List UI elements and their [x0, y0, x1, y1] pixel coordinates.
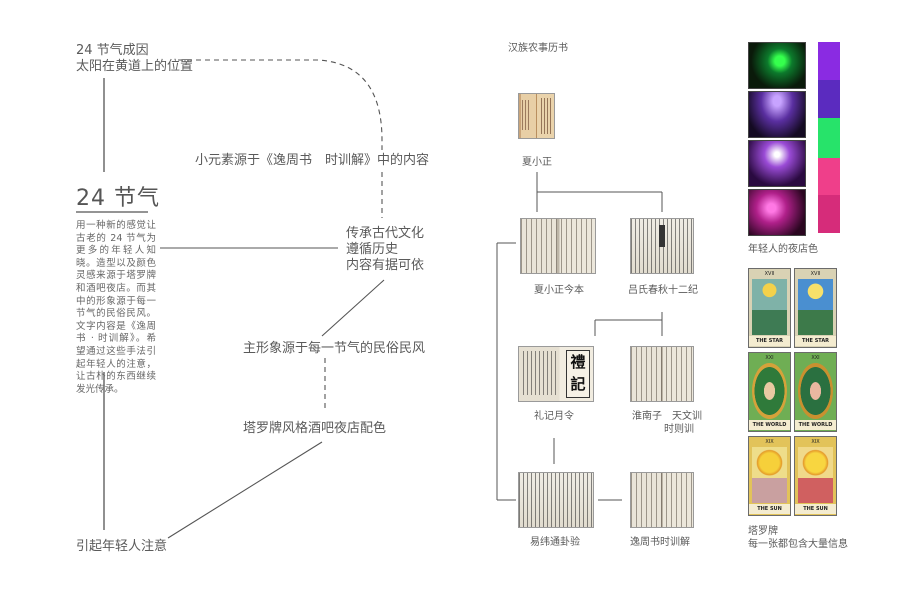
line-heritage-to-main: [321, 279, 385, 337]
nightclub-photo-4: [748, 189, 806, 236]
swatch-purple: [818, 42, 840, 80]
tarot-world-1: XXI THE WORLD: [748, 352, 791, 432]
tarot-sun-2: XIX THE SUN: [794, 436, 837, 516]
book-yiwei-thumb: [518, 472, 594, 528]
line-tarot-to-attract: [167, 441, 323, 539]
nightclub-photo-3: [748, 140, 806, 187]
book-label-xiaxiaozheng: 夏小正: [522, 157, 552, 168]
book-liji-thumb: 禮記: [518, 346, 594, 402]
attract-label: 引起年轻人注意: [76, 539, 168, 554]
nightclub-caption: 年轻人的夜店色: [748, 244, 818, 255]
book-label-lvshi: 吕氏春秋十二纪: [628, 285, 698, 296]
book-lvshi-thumb: [630, 218, 694, 274]
tarot-style-label: 塔罗牌风格酒吧夜店配色: [243, 421, 387, 436]
dashed-curve: [178, 59, 383, 150]
swatch-magenta: [818, 195, 840, 233]
source-elements-label: 小元素源于《逸周书 时训解》中的内容: [195, 153, 430, 168]
tarot-sun-1: XIX THE SUN: [748, 436, 791, 516]
almanac-heading: 汉族农事历书: [508, 43, 568, 54]
description: 用一种新的感觉让古老的 24 节气为更多的年轻人知晓。造型以及颜色灵感来源于塔罗…: [76, 220, 156, 395]
book-xiaxiaozheng-thumb: [518, 93, 555, 139]
book-xiaxiaozheng-jinben-thumb: [520, 218, 596, 274]
tarot-star-1: XVII THE STAR: [748, 268, 791, 348]
book-label-liji: 礼记月令: [534, 411, 574, 422]
book-label-shizexun: 时则训: [664, 424, 694, 435]
heritage-line3: 内容有据可依: [346, 258, 425, 273]
swatch-pink: [818, 158, 840, 195]
book-label-yiwei: 易纬通卦验: [530, 537, 580, 548]
nightclub-photo-2: [748, 91, 806, 138]
tarot-star-2: XVII THE STAR: [794, 268, 837, 348]
cause-line2: 太阳在黄道上的位置: [76, 59, 194, 74]
book-label-huainanzi: 淮南子 天文训: [632, 411, 702, 422]
liji-title-block: 禮記: [566, 350, 590, 398]
cause-line1: 24 节气成因: [76, 43, 149, 58]
tarot-world-2: XXI THE WORLD: [794, 352, 837, 432]
book-yizhoushu-thumb: [630, 472, 694, 528]
nightclub-photo-1: [748, 42, 806, 89]
book-label-jinben: 夏小正今本: [534, 285, 584, 296]
main-title: 24 节气: [76, 186, 160, 211]
swatch-violet: [818, 80, 840, 118]
tarot-caption-line1: 塔罗牌: [748, 526, 778, 537]
heritage-line1: 传承古代文化: [346, 226, 425, 241]
heritage-line2: 遵循历史: [346, 242, 399, 257]
book-huainanzi-thumb: [630, 346, 694, 402]
tarot-caption-line2: 每一张都包含大量信息: [748, 539, 848, 550]
book-label-yizhoushu: 逸周书时训解: [630, 537, 690, 548]
main-image-source-label: 主形象源于每一节气的民俗民风: [243, 341, 426, 356]
swatch-green: [818, 118, 840, 158]
